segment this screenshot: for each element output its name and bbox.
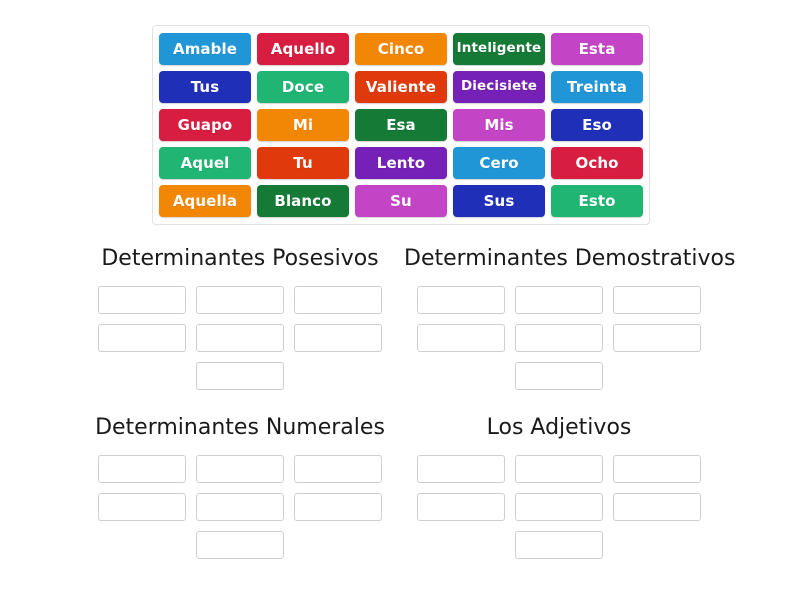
group-title: Determinantes Demostrativos bbox=[404, 246, 736, 271]
group-slots bbox=[85, 286, 395, 391]
word-tile[interactable]: Lento bbox=[355, 147, 447, 179]
slot-row bbox=[404, 286, 714, 315]
slot-row bbox=[404, 531, 714, 560]
word-tile[interactable]: Ocho bbox=[551, 147, 643, 179]
drop-slot[interactable] bbox=[417, 286, 505, 315]
group-slots bbox=[404, 286, 714, 391]
word-tile[interactable]: Doce bbox=[257, 71, 349, 103]
group-determinantes-posesivos: Determinantes Posesivos bbox=[85, 246, 395, 400]
drop-slot[interactable] bbox=[294, 286, 382, 315]
word-tile[interactable]: Mi bbox=[257, 109, 349, 141]
slot-row bbox=[404, 324, 714, 353]
drop-slot[interactable] bbox=[613, 455, 701, 484]
word-tile[interactable]: Sus bbox=[453, 185, 545, 217]
word-tile[interactable]: Esa bbox=[355, 109, 447, 141]
drop-slot[interactable] bbox=[98, 455, 186, 484]
drop-slot[interactable] bbox=[515, 531, 603, 560]
drop-slot[interactable] bbox=[613, 493, 701, 522]
group-title: Determinantes Numerales bbox=[95, 415, 385, 440]
drop-slot[interactable] bbox=[417, 493, 505, 522]
drop-slot[interactable] bbox=[515, 286, 603, 315]
word-tile[interactable]: Mis bbox=[453, 109, 545, 141]
word-tile[interactable]: Guapo bbox=[159, 109, 251, 141]
drop-slot[interactable] bbox=[294, 455, 382, 484]
word-tile[interactable]: Treinta bbox=[551, 71, 643, 103]
slot-row bbox=[85, 286, 395, 315]
drop-slot[interactable] bbox=[98, 286, 186, 315]
word-tile[interactable]: Tus bbox=[159, 71, 251, 103]
slot-row bbox=[404, 362, 714, 391]
group-title: Determinantes Posesivos bbox=[101, 246, 379, 271]
drop-slot[interactable] bbox=[417, 324, 505, 353]
drop-slot[interactable] bbox=[515, 493, 603, 522]
slot-row bbox=[85, 493, 395, 522]
drop-slot[interactable] bbox=[515, 324, 603, 353]
word-tile[interactable]: Esto bbox=[551, 185, 643, 217]
group-slots bbox=[85, 455, 395, 560]
drop-slot[interactable] bbox=[196, 531, 284, 560]
word-tile[interactable]: Inteligente bbox=[453, 33, 545, 65]
word-tile[interactable]: Diecisiete bbox=[453, 71, 545, 103]
drop-slot[interactable] bbox=[196, 455, 284, 484]
word-tile[interactable]: Aquello bbox=[257, 33, 349, 65]
slot-row bbox=[85, 455, 395, 484]
word-tile[interactable]: Su bbox=[355, 185, 447, 217]
drop-slot[interactable] bbox=[613, 286, 701, 315]
slot-row bbox=[85, 324, 395, 353]
group-determinantes-numerales: Determinantes Numerales bbox=[85, 415, 395, 569]
drop-slot[interactable] bbox=[294, 493, 382, 522]
drop-slot[interactable] bbox=[196, 324, 284, 353]
drop-slot[interactable] bbox=[196, 493, 284, 522]
word-tile[interactable]: Cinco bbox=[355, 33, 447, 65]
slot-row bbox=[404, 455, 714, 484]
drop-slot[interactable] bbox=[294, 324, 382, 353]
drop-slot[interactable] bbox=[98, 324, 186, 353]
word-tile[interactable]: Esta bbox=[551, 33, 643, 65]
drop-slot[interactable] bbox=[515, 362, 603, 391]
group-determinantes-demostrativos: Determinantes Demostrativos bbox=[404, 246, 736, 400]
group-slots bbox=[404, 455, 714, 560]
drop-slot[interactable] bbox=[613, 324, 701, 353]
word-tile[interactable]: Eso bbox=[551, 109, 643, 141]
word-tile[interactable]: Blanco bbox=[257, 185, 349, 217]
slot-row bbox=[404, 493, 714, 522]
word-tile[interactable]: Valiente bbox=[355, 71, 447, 103]
word-tile[interactable]: Amable bbox=[159, 33, 251, 65]
drop-slot[interactable] bbox=[98, 493, 186, 522]
word-tile[interactable]: Aquel bbox=[159, 147, 251, 179]
group-los-adjetivos: Los Adjetivos bbox=[404, 415, 714, 569]
drop-slot[interactable] bbox=[417, 455, 505, 484]
drop-slot[interactable] bbox=[196, 362, 284, 391]
slot-row bbox=[85, 531, 395, 560]
word-tile[interactable]: Cero bbox=[453, 147, 545, 179]
drop-slot[interactable] bbox=[515, 455, 603, 484]
group-title: Los Adjetivos bbox=[486, 415, 632, 440]
word-tile[interactable]: Aquella bbox=[159, 185, 251, 217]
slot-row bbox=[85, 362, 395, 391]
word-tile[interactable]: Tu bbox=[257, 147, 349, 179]
drop-slot[interactable] bbox=[196, 286, 284, 315]
